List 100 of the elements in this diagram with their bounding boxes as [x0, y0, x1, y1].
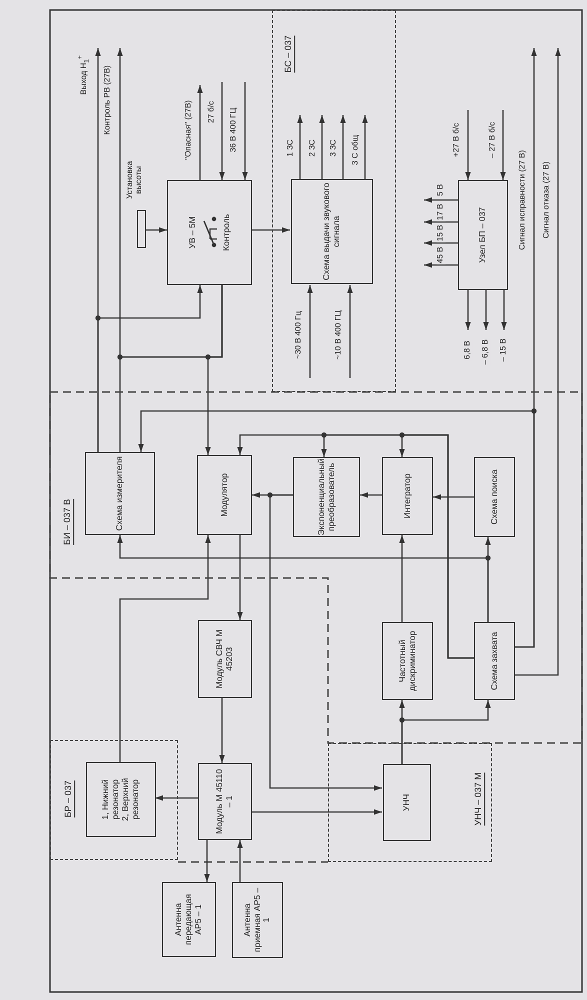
- signal-arrow: [465, 290, 471, 330]
- signal-arrow: [501, 290, 507, 330]
- block-label: Модуль М 45110 – 1: [215, 768, 235, 836]
- signal-label: 45 В: [436, 246, 446, 264]
- block-box: [86, 762, 156, 837]
- block-box: [85, 452, 155, 535]
- block-label: 2, Верхний резонатор: [121, 777, 141, 823]
- block-label: Частотный дискриминатор: [398, 630, 418, 694]
- signal-arrow: [483, 290, 489, 330]
- signal-arrow: [515, 48, 561, 676]
- signal-arrow: [424, 197, 458, 203]
- signal-arrow: [360, 492, 382, 498]
- signal-label: ~30 В 400 Гц: [294, 310, 304, 360]
- unit-boundary: [50, 740, 178, 860]
- signal-arrow: [362, 115, 368, 180]
- signal-label: Контроль РВ (27В): [104, 64, 112, 136]
- signal-arrow: [347, 285, 353, 378]
- signal-label: – 27 В б/с: [488, 120, 498, 160]
- block-label: Узел БП – 037: [478, 207, 488, 263]
- block-label: Схема измерителя: [115, 456, 125, 531]
- signal-arrow: [252, 809, 382, 815]
- block-label: Схема выдачи звукового сигнала: [322, 182, 342, 281]
- unit-label: БС – 037: [283, 35, 295, 73]
- block-label: Схема захвата: [490, 632, 500, 690]
- signal-arrow: [119, 535, 211, 763]
- block-box: [198, 763, 252, 840]
- signal-arrow: [500, 110, 506, 180]
- signal-arrow: [138, 410, 535, 648]
- signal-label: 36 В 400 ГЦ: [230, 106, 238, 154]
- signal-label: "Опасная" (27В): [184, 99, 194, 161]
- block-box: [197, 455, 252, 535]
- signal-label: +27 В б/с: [452, 122, 462, 158]
- signal-arrow: [237, 535, 243, 620]
- signal-arrow: [117, 535, 489, 622]
- signal-arrow: [424, 219, 458, 225]
- signal-arrow: [219, 698, 225, 763]
- signal-label: Сигнал отказа (27 В): [542, 160, 552, 240]
- unit-label: БР – 037: [63, 780, 75, 818]
- block-box: [383, 764, 431, 841]
- block-box: [167, 180, 252, 285]
- signal-arrow: [465, 110, 471, 180]
- signal-arrow: [399, 434, 474, 659]
- signal-arrow: [424, 262, 458, 268]
- block-label: УНЧ: [402, 794, 412, 812]
- signal-arrow: [340, 115, 346, 180]
- block-box: [291, 179, 373, 284]
- signal-label: 6,8 В: [464, 340, 472, 360]
- block-box: [474, 457, 515, 537]
- signal-label: Сигнал исправности (27 В): [518, 149, 528, 251]
- signal-arrow: [399, 535, 405, 622]
- block-label: Модулятор: [220, 473, 230, 517]
- signal-arrow: [242, 82, 248, 180]
- signal-arrow: [319, 115, 325, 180]
- unit-boundary: [328, 743, 492, 862]
- signal-label: 1 ЗС: [286, 138, 296, 158]
- block-label: Антенна приемная АР5 – 1: [242, 886, 272, 954]
- signal-label: ~10 В 400 ГЦ: [334, 309, 344, 361]
- signal-arrow: [97, 285, 203, 452]
- block-label: Антенна передающая АР5 – 1: [174, 893, 204, 947]
- signal-label: 5 В: [436, 183, 446, 197]
- signal-label: 27 б/с: [208, 100, 216, 124]
- signal-label: 3 С общ: [352, 134, 360, 166]
- setting-caption: Установка высоты: [126, 160, 144, 201]
- block-label: Интегратор: [402, 474, 412, 518]
- block-label: Модуль СВЧ М 45203: [215, 628, 235, 691]
- signal-arrow: [433, 494, 474, 500]
- block-box: [382, 457, 433, 535]
- signal-line: [119, 285, 223, 452]
- signal-arrow: [146, 227, 167, 233]
- block-label: Схема поиска: [490, 470, 500, 524]
- block-label: 1, Нижний резонатор: [101, 778, 121, 822]
- block-box: [474, 622, 515, 700]
- signal-label: 3 ЗС: [330, 138, 338, 158]
- setting-knob: [137, 210, 146, 248]
- block-box: [293, 457, 360, 537]
- block-box: [458, 180, 508, 290]
- block-box: [382, 622, 433, 700]
- signal-arrow: [401, 700, 491, 765]
- signal-label: 17 В: [436, 202, 446, 222]
- signal-arrow: [155, 795, 198, 801]
- signal-arrow: [307, 285, 313, 378]
- unit-boundary: [272, 10, 396, 392]
- unit-label: БИ – 037 В: [62, 499, 74, 545]
- signal-label: 15 В: [436, 224, 446, 242]
- signal-arrow: [197, 85, 203, 180]
- signal-label: 2 ЗС: [308, 138, 318, 158]
- signal-arrow: [269, 494, 382, 791]
- block-box: [162, 882, 216, 957]
- signal-arrow: [252, 227, 290, 233]
- signal-arrow: [297, 115, 303, 180]
- signal-arrow: [219, 82, 225, 180]
- block-label: Экспоненциальный преобразователь: [316, 458, 336, 536]
- signal-label: – 15 В: [500, 337, 508, 363]
- block-label: УВ – 5М: [188, 216, 198, 249]
- block-box: [232, 882, 283, 958]
- block-label: Контроль: [222, 214, 232, 251]
- unit-label: УНЧ – 037 М: [473, 772, 485, 826]
- signal-arrow: [237, 840, 243, 882]
- signal-arrow: [424, 240, 458, 246]
- signal-label: – 6,8 В: [482, 338, 490, 366]
